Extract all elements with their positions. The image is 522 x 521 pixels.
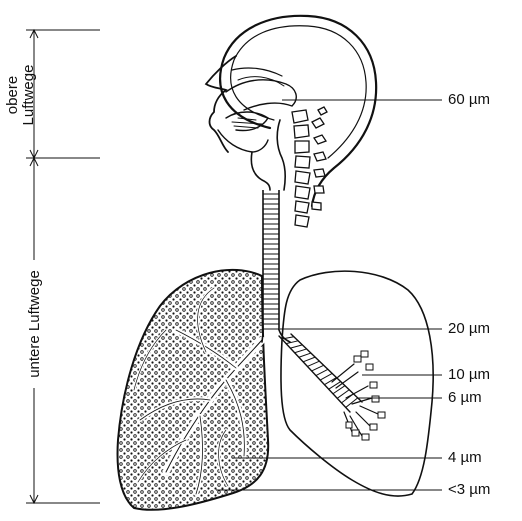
lower-airways-label: untere Luftwege [27,260,45,388]
left-lung [118,270,269,510]
trachea [263,190,279,330]
measurement-label: 60 µm [448,92,490,107]
head-outline [206,16,376,206]
measurement-label: 10 µm [448,367,490,382]
upper-airways-line1: obere [5,47,21,143]
measurement-label: 6 µm [448,390,482,405]
measurement-label: <3 µm [448,482,490,497]
measurement-label: 20 µm [448,321,490,336]
upper-airways-label: obere Luftwege [5,47,43,143]
right-lung [281,271,433,496]
cervical-spine [292,107,327,227]
upper-airways-line2: Luftwege [21,47,37,143]
measurement-label: 4 µm [448,450,482,465]
